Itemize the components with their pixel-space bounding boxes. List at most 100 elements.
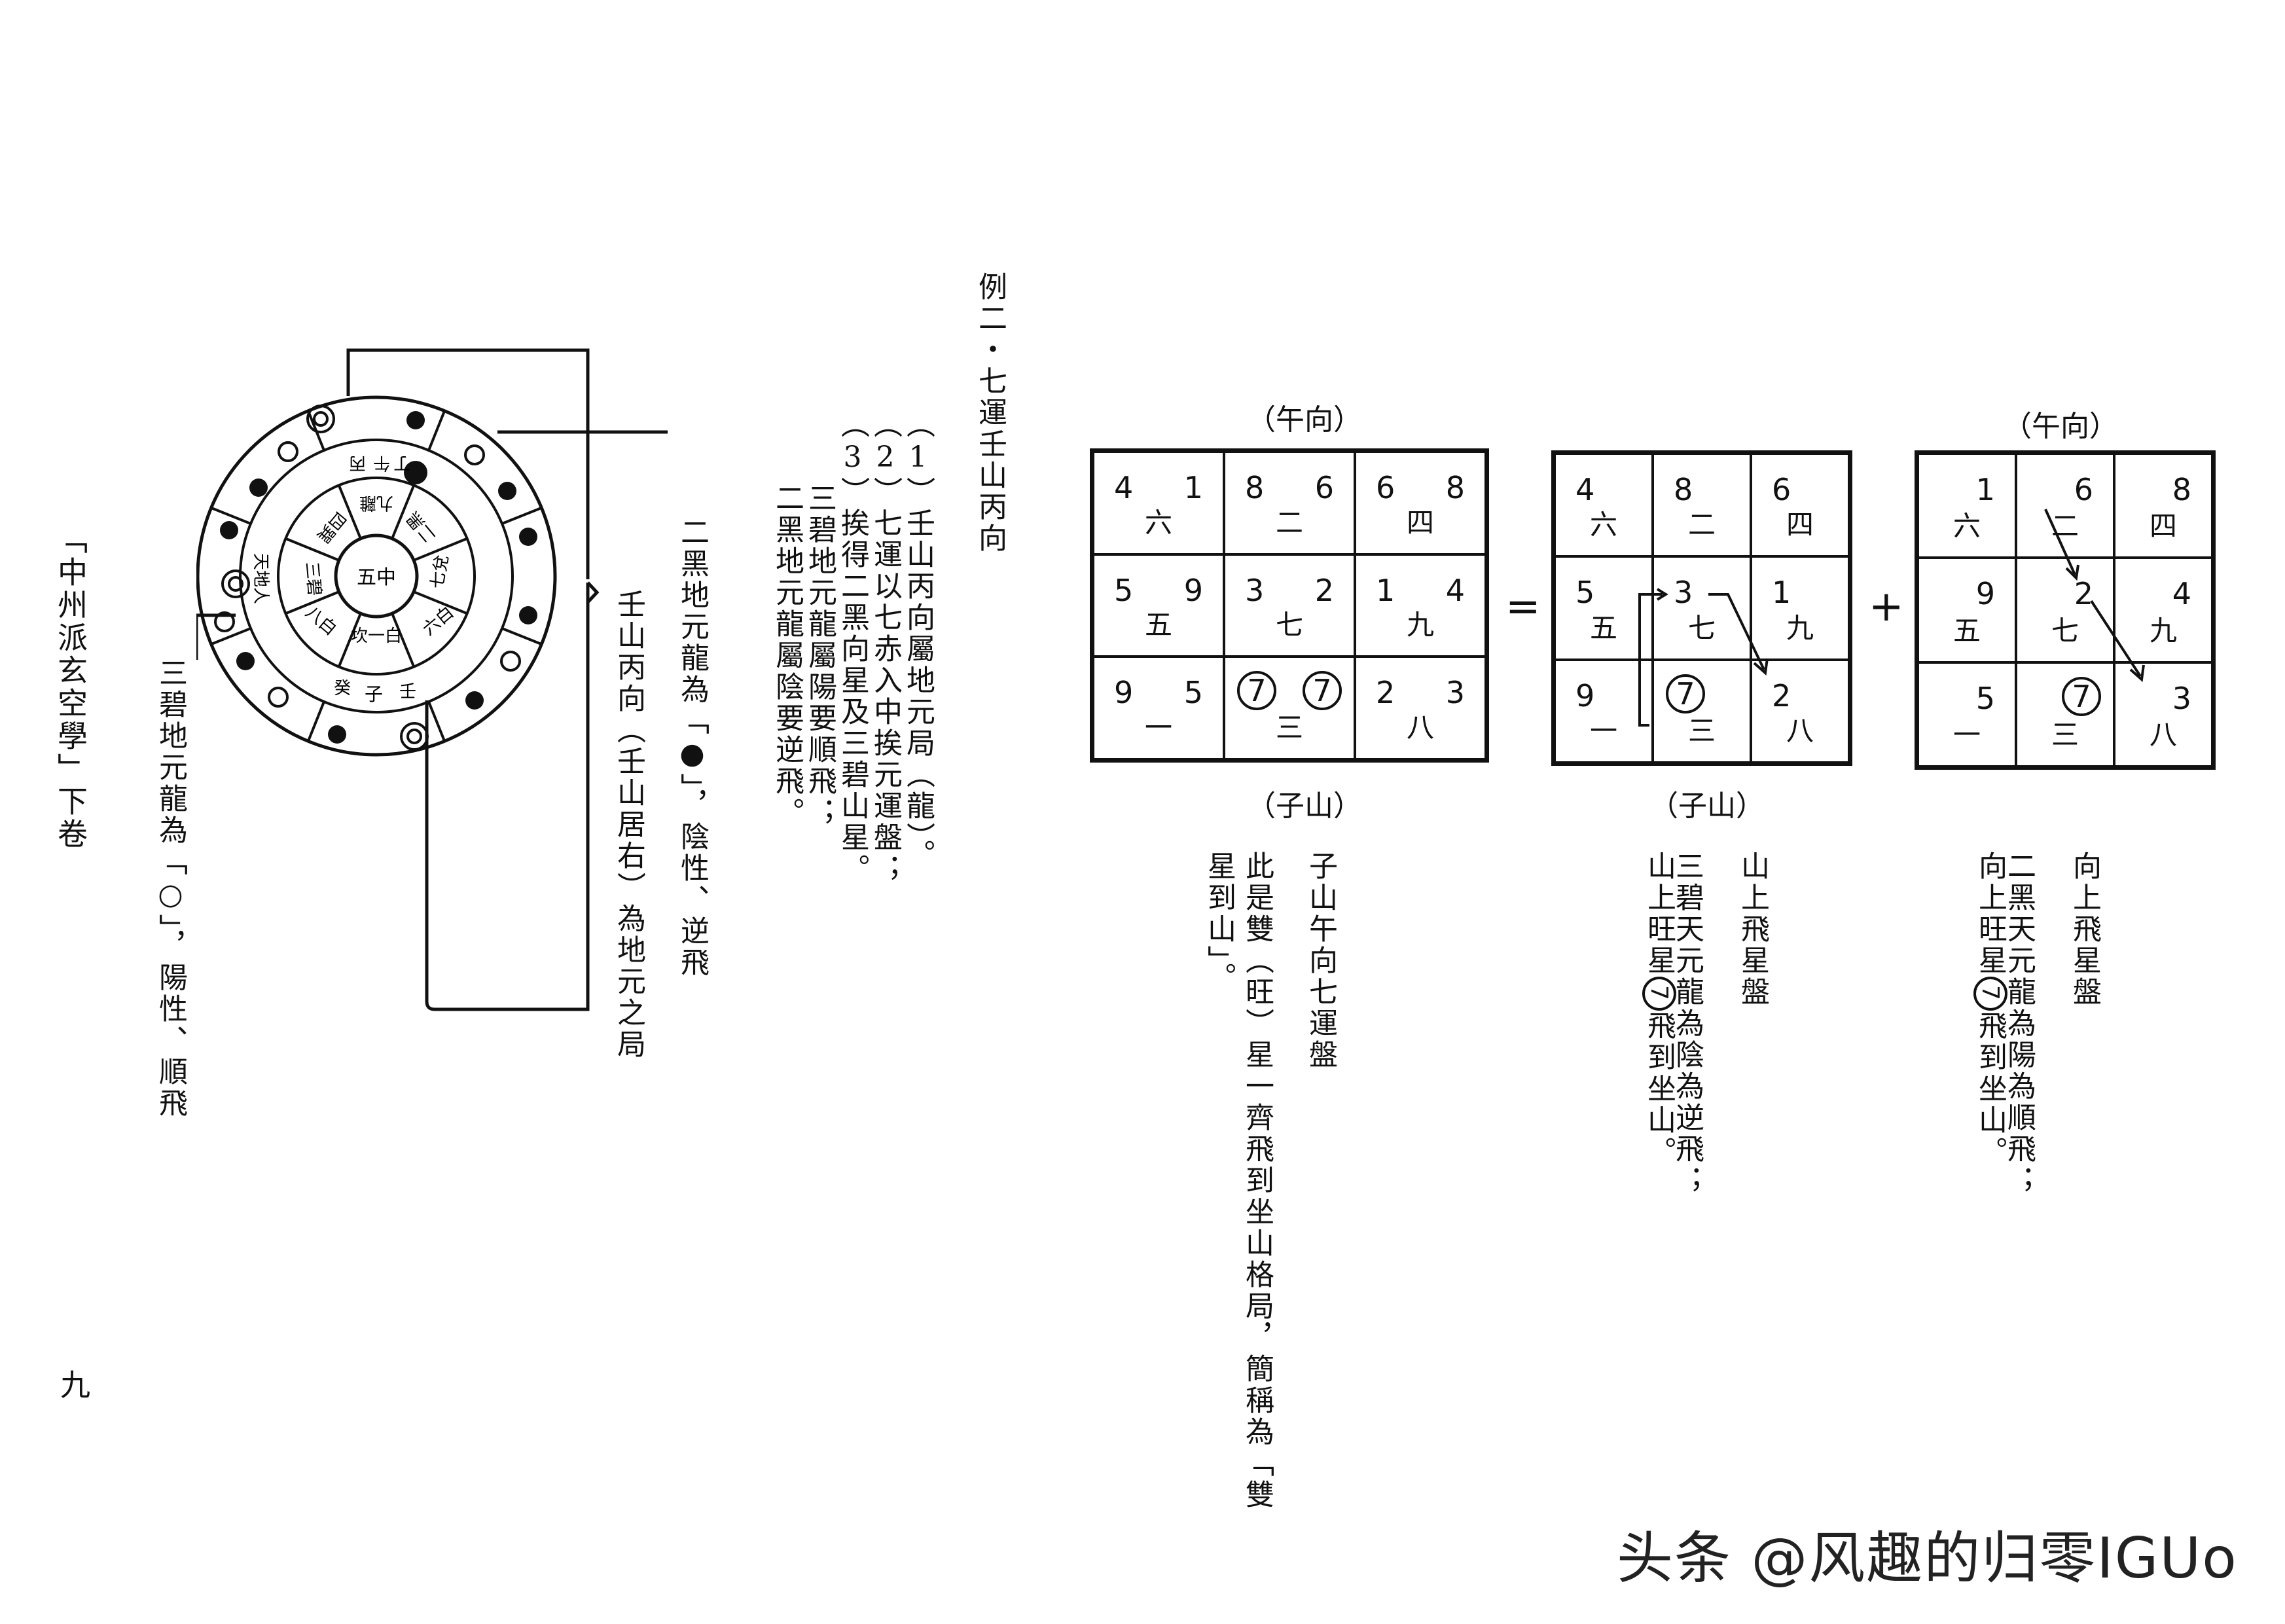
wheel-inner-kan: 坎一白 bbox=[351, 626, 402, 646]
mountain-star: 4 bbox=[1575, 472, 1595, 507]
wheel-inner-dui: 七兌 bbox=[427, 553, 453, 590]
facing-star: 5 bbox=[1183, 675, 1203, 711]
mountain-star: 1 bbox=[1376, 572, 1395, 608]
mountain-star: 8 bbox=[1245, 470, 1265, 505]
facing-star: 7 bbox=[2062, 676, 2101, 716]
wheel-inner-xun: 四巽 bbox=[313, 508, 350, 547]
mountain-zi: 子 bbox=[365, 683, 383, 705]
chart-facing-flight-path bbox=[2044, 509, 2145, 682]
annotation-white: 三碧地元龍為「○」，陽性、順飛 bbox=[154, 658, 187, 1119]
example-heading: 例二・七運壬山丙向 bbox=[973, 272, 1007, 554]
period-star: 三 bbox=[1687, 714, 1716, 747]
facing-star: 7 bbox=[1303, 671, 1342, 711]
period-star: 五 bbox=[1952, 614, 1981, 647]
wheel-inner-kun: 二黑 bbox=[403, 508, 440, 547]
period-star: 七 bbox=[1687, 611, 1716, 644]
mountain-wu: 午 bbox=[373, 453, 390, 473]
period-star: 一 bbox=[1952, 718, 1981, 751]
period-star: 四 bbox=[1406, 506, 1435, 539]
annotation-black: 二黑地元龍為「●」，陰性、逆飛 bbox=[675, 517, 709, 979]
connector-top bbox=[346, 348, 590, 579]
mountain-bing: 丙 bbox=[349, 453, 366, 473]
wheel-inner-gen: 八白 bbox=[302, 603, 340, 640]
star-7-circle-icon: 7 bbox=[1642, 977, 1676, 1011]
watermark: 头条 @风趣的归零IGUo bbox=[1617, 1526, 2238, 1591]
facing-star: 4 bbox=[1445, 572, 1465, 608]
mountain-star: 5 bbox=[1114, 572, 1134, 608]
facing-star: 2 bbox=[2074, 576, 2093, 612]
mountain-star: 5 bbox=[1575, 575, 1595, 611]
facing-star: 6 bbox=[1314, 470, 1334, 505]
facing-star: 4 bbox=[2172, 576, 2191, 612]
period-star: 八 bbox=[1406, 712, 1435, 744]
mountain-star: 3 bbox=[1674, 575, 1693, 611]
annotation-mountain: 壬山丙向（壬山居右）為地元之局 bbox=[612, 589, 645, 1060]
mountain-star: 8 bbox=[1674, 472, 1693, 507]
facing-star: 9 bbox=[1183, 572, 1203, 608]
facing-star: 3 bbox=[2172, 680, 2191, 716]
period-star: 四 bbox=[1786, 509, 1814, 541]
mountain-star: 7 bbox=[1237, 671, 1276, 711]
mountain-star: 2 bbox=[1772, 677, 1791, 713]
chart-facing-title: 向上飛星盤 bbox=[2068, 851, 2101, 1008]
chart-main-caption-2: 此是雙（旺）星一齊飛到坐山格局，簡稱為「雙 bbox=[1240, 851, 1274, 1511]
period-star: 八 bbox=[1786, 714, 1814, 747]
period-star: 三 bbox=[2051, 718, 2079, 751]
period-star: 三 bbox=[1275, 712, 1304, 744]
chart-mountain-caption-2-post: 飛到坐山。 bbox=[1642, 1011, 1676, 1168]
chart-main-caption-1: 子山午向七運盤 bbox=[1304, 851, 1337, 1071]
mountain-star: 1 bbox=[1772, 575, 1791, 611]
period-star: 七 bbox=[1275, 609, 1304, 641]
period-star: 五 bbox=[1589, 611, 1618, 644]
arrow-black bbox=[497, 430, 668, 434]
chart-facing-caption-1: 二黑天元龍為陽為順飛； bbox=[2002, 851, 2036, 1197]
period-star: 六 bbox=[1952, 510, 1981, 543]
period-star: 一 bbox=[1144, 712, 1173, 744]
mountain-star: 6 bbox=[1376, 470, 1395, 505]
period-star: 七 bbox=[2051, 614, 2079, 647]
mountain-gui: 癸 bbox=[334, 679, 351, 698]
period-star: 九 bbox=[1786, 611, 1814, 644]
star-7-circle-icon: 7 bbox=[1973, 977, 2007, 1011]
chart-main-bottom-label: （子山） bbox=[1247, 789, 1362, 823]
mountain-star: 7 bbox=[1666, 674, 1705, 713]
mountain-star: 9 bbox=[1575, 677, 1595, 713]
note-3: （3）挨得二黑向星及三碧山星。 bbox=[836, 409, 869, 885]
period-star: 四 bbox=[2149, 510, 2178, 543]
period-star: 六 bbox=[1589, 509, 1618, 541]
facing-star: 6 bbox=[2074, 472, 2093, 507]
wheel-center: 五中 bbox=[357, 566, 396, 589]
facing-star: 1 bbox=[1975, 472, 1995, 507]
mountain-ding: 丁 bbox=[393, 453, 410, 473]
chart-facing-caption-2-pre: 向上旺星 bbox=[1973, 851, 2007, 977]
mountain-star: 6 bbox=[1772, 472, 1791, 507]
wheel-inner-li: 九離 bbox=[359, 493, 393, 513]
note-5: 二黑地元龍屬陰要逆飛。 bbox=[770, 483, 804, 829]
note-2: （2）七運以七赤入中挨元運盤； bbox=[869, 409, 902, 885]
wheel-inner-zhen: 三碧 bbox=[302, 561, 324, 596]
arrow-white bbox=[196, 613, 236, 660]
